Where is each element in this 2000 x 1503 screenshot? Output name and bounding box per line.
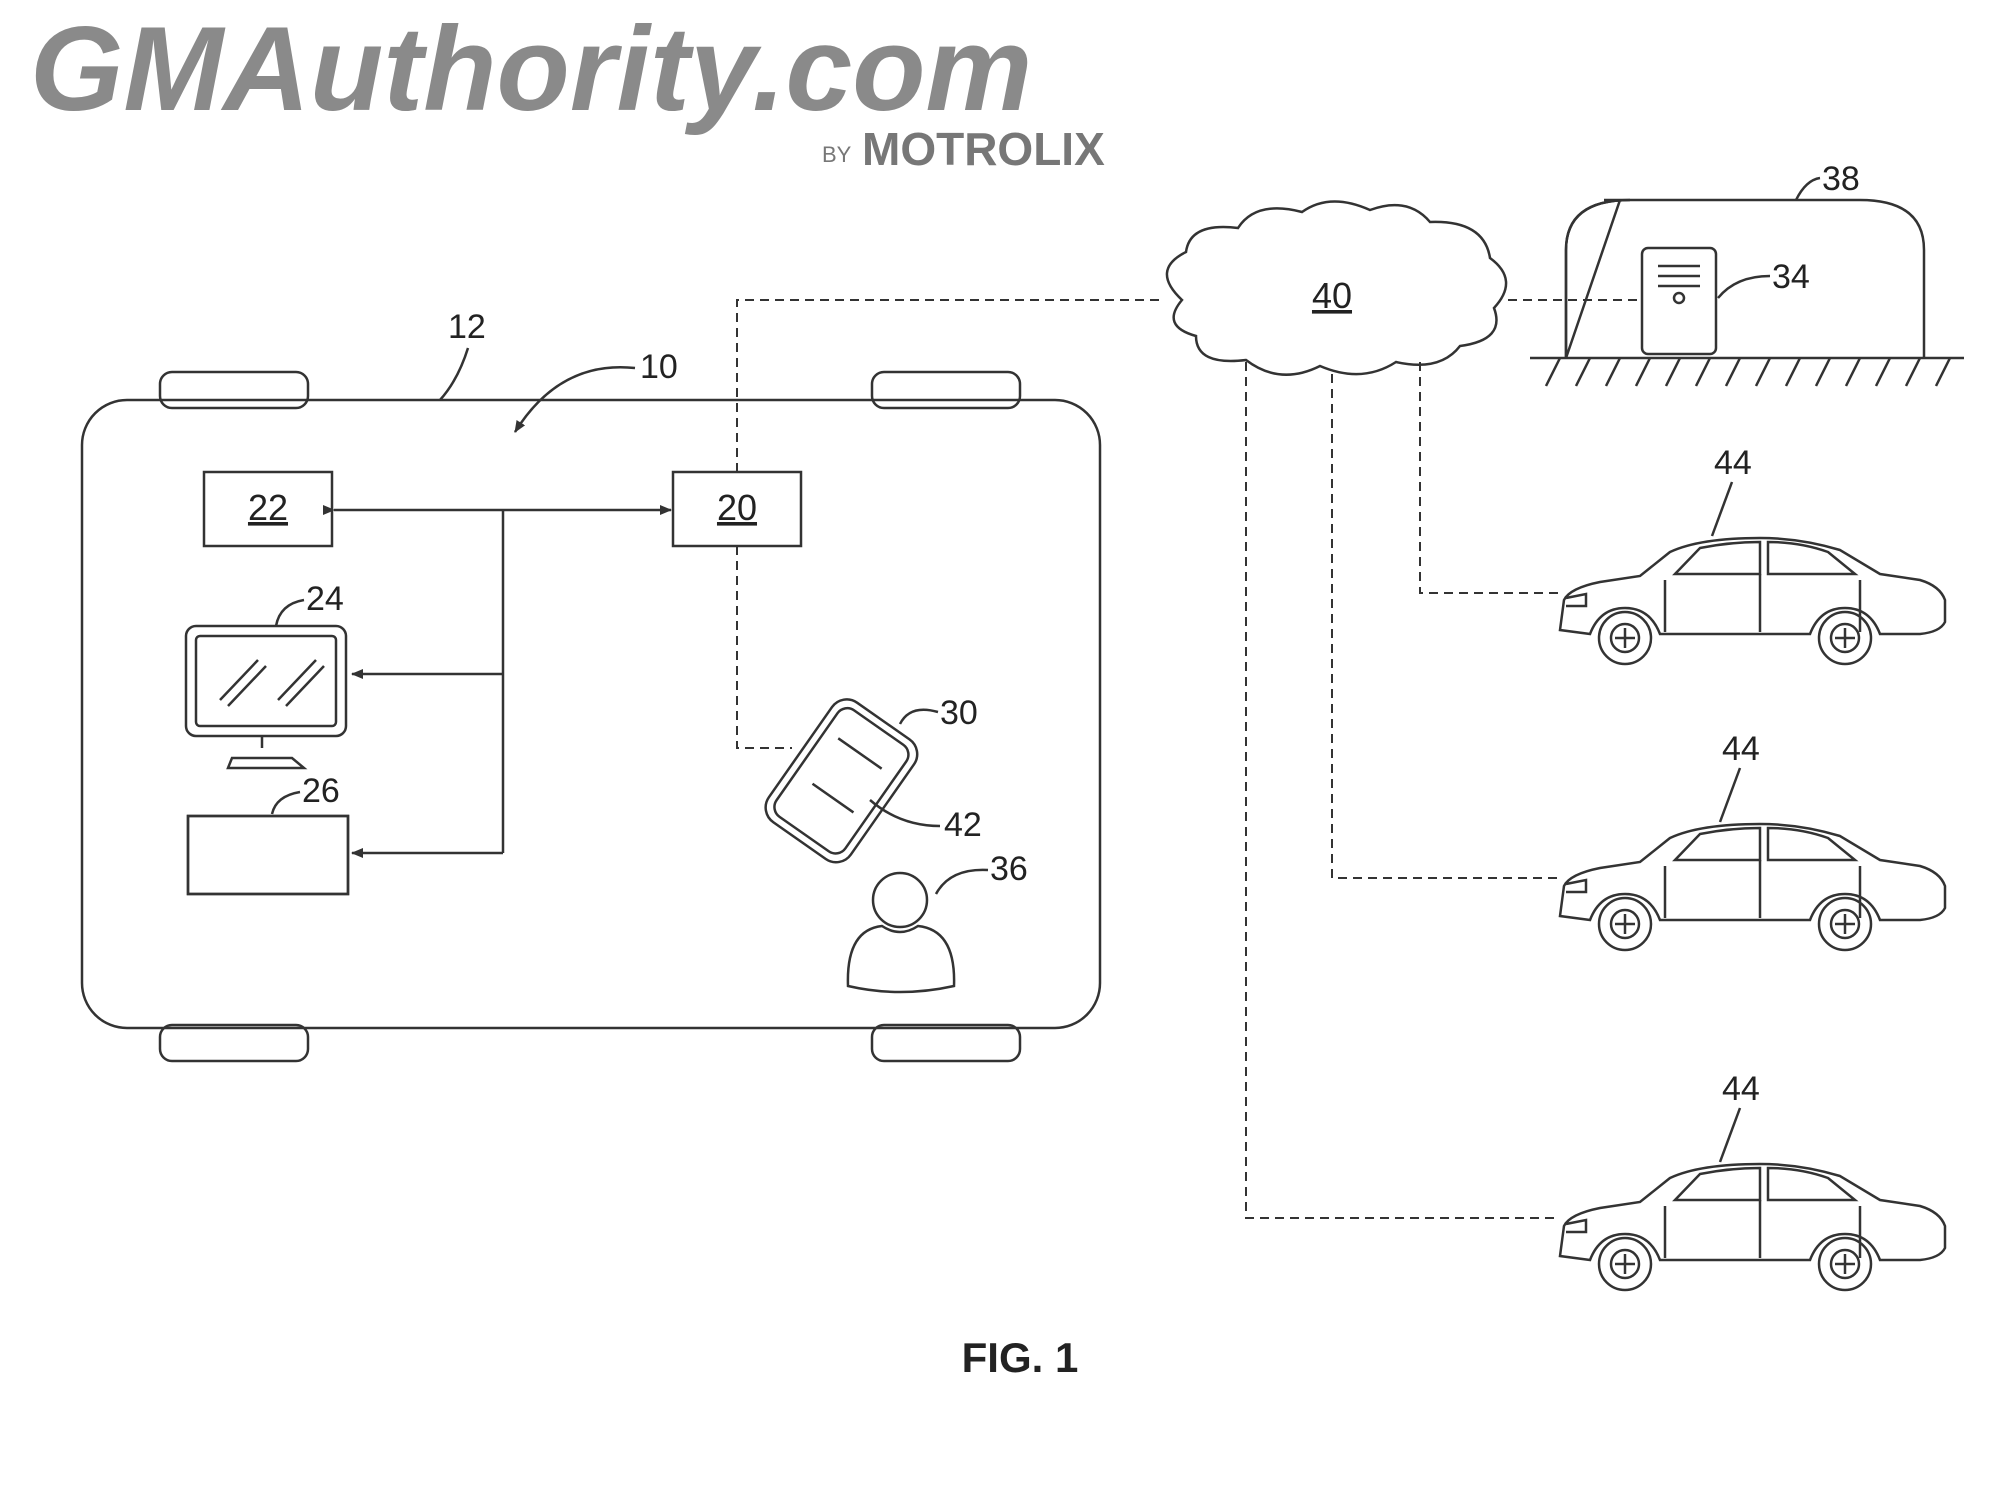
vehicle-outline (80, 370, 1102, 1063)
box-20-label: 20 (717, 487, 757, 528)
remote-vehicle-1 (1558, 536, 1947, 666)
logo-brand: MOTROLIX (862, 123, 1105, 175)
remote-vehicle-2 (1558, 822, 1947, 952)
ref-phone-screen: 42 (944, 806, 982, 844)
ref-monitor: 24 (306, 580, 344, 618)
component-box-20: 20 (671, 470, 803, 548)
logo-site-name: GMAuthority.com (30, 2, 1032, 136)
phone-icon (764, 698, 919, 864)
keyboard-icon (186, 814, 350, 896)
ref-car-3: 44 (1722, 1070, 1760, 1108)
cloud-icon: 40 (1165, 200, 1508, 376)
monitor-icon (184, 624, 348, 770)
ref-keyboard: 26 (302, 772, 340, 810)
person-icon (846, 871, 956, 994)
remote-vehicle-3 (1558, 1162, 1947, 1292)
ref-server: 34 (1772, 258, 1810, 296)
ref-building: 38 (1822, 160, 1860, 198)
component-box-22: 22 (202, 470, 334, 548)
building-icon (1530, 198, 1964, 387)
ref-vehicle: 12 (448, 308, 486, 346)
ref-person: 36 (990, 850, 1028, 888)
box-22-label: 22 (248, 487, 288, 528)
ref-phone: 30 (940, 694, 978, 732)
wireless-links (736, 299, 1640, 1219)
bus-connections (323, 505, 672, 858)
server-icon (1640, 246, 1718, 356)
logo-by: BY (822, 142, 852, 167)
ref-car-1: 44 (1714, 444, 1752, 482)
figure-caption: FIG. 1 (962, 1334, 1079, 1381)
ref-car-2: 44 (1722, 730, 1760, 768)
site-logo: GMAuthority.com BY MOTROLIX (30, 2, 1105, 175)
ref-system: 10 (640, 348, 678, 386)
cloud-label: 40 (1312, 275, 1352, 316)
